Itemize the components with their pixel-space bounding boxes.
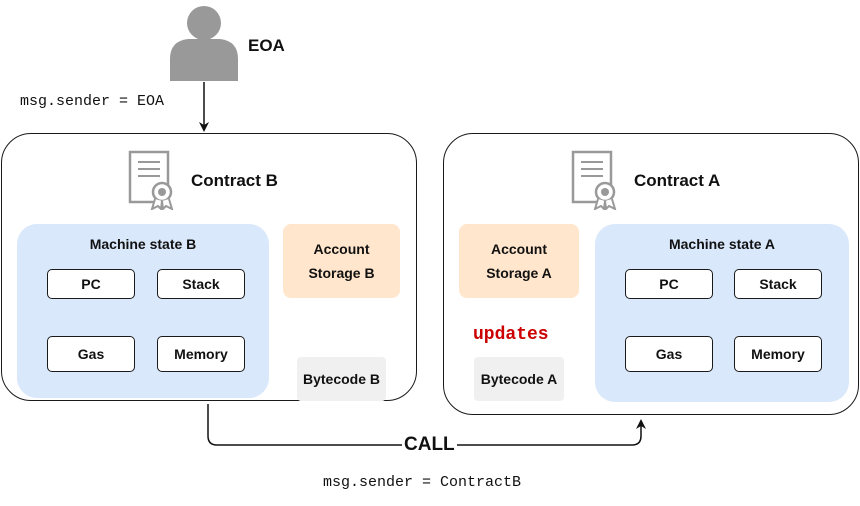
register-memory: Memory xyxy=(157,336,245,372)
register-pc: PC xyxy=(47,269,135,299)
register-gas: Gas xyxy=(625,336,713,372)
bytecode-b: Bytecode B xyxy=(297,357,386,401)
bytecode-a: Bytecode A xyxy=(474,357,564,401)
register-gas: Gas xyxy=(47,336,135,372)
register-pc: PC xyxy=(625,269,713,299)
machine-state-a-title: Machine state A xyxy=(668,236,776,252)
call-label: CALL xyxy=(402,434,457,456)
contract-a-container: Contract A Account Storage A updates Byt… xyxy=(443,133,859,415)
register-memory: Memory xyxy=(734,336,822,372)
contract-a-title: Contract A xyxy=(634,171,721,190)
eoa-label: EOA xyxy=(248,36,285,55)
contract-b-container: Contract B Machine state B PC Stack Gas … xyxy=(1,133,417,401)
machine-state-a: Machine state A PC Stack Gas Memory xyxy=(595,224,849,402)
machine-state-b-title: Machine state B xyxy=(89,236,197,252)
call-sender-text: msg.sender = ContractB xyxy=(323,474,522,491)
contract-b-title: Contract B xyxy=(191,171,278,190)
eoa-sender-text: msg.sender = EOA xyxy=(20,93,165,110)
certificate-icon xyxy=(128,150,174,210)
account-storage-b: Account Storage B xyxy=(283,224,400,298)
updates-label: updates xyxy=(473,325,549,345)
user-icon xyxy=(170,6,238,81)
machine-state-b: Machine state B PC Stack Gas Memory xyxy=(17,224,269,398)
register-stack: Stack xyxy=(734,269,822,299)
certificate-icon xyxy=(571,150,617,210)
register-stack: Stack xyxy=(157,269,245,299)
account-storage-a: Account Storage A xyxy=(459,224,579,298)
